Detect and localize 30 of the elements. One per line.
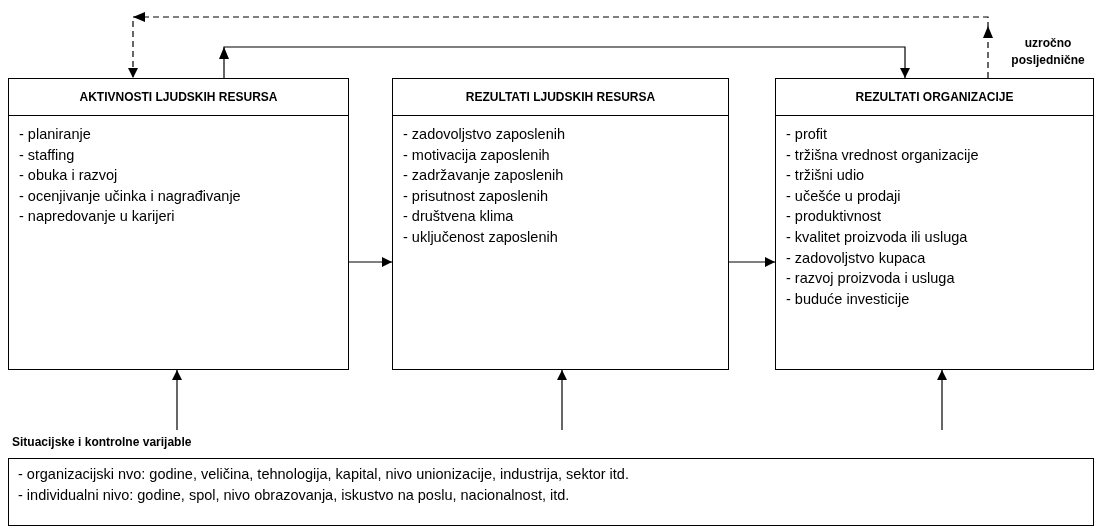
list-item: - prisutnost zaposlenih: [403, 186, 550, 206]
list-item: - tržišni udio: [786, 166, 866, 186]
list-item: - zadovoljstvo kupaca: [786, 248, 927, 268]
list-item: - razvoj proizvoda i usluga: [786, 269, 956, 289]
list-item: - društvena klima: [403, 207, 515, 227]
box-title: AKTIVNOSTI LJUDSKIH RESURSA: [79, 90, 278, 104]
list-item: - obuka i razvoj: [19, 166, 119, 186]
list-item: - kvalitet proizvoda ili usluga: [786, 227, 969, 247]
list-item: - zadržavanje zaposlenih: [403, 166, 565, 186]
list-item: - zadovoljstvo zaposlenih: [403, 125, 566, 144]
list-item: - individualni nivo: godine, spol, nivo obrazovanja, iskustvo na poslu, nacionalnost, itd.: [18, 485, 571, 505]
process-box: [392, 78, 729, 370]
list-item: - organizacijski nvo: godine, veličina, tehnologija, kapital, nivo unionizacije, industrija, sektor itd.: [18, 465, 630, 484]
list-item: - planiranje: [19, 125, 92, 144]
list-item: - tržišna vrednost organizacije: [786, 145, 980, 165]
list-item: - uključenost zaposlenih: [403, 227, 559, 247]
list-item: - učešće u prodaji: [786, 186, 902, 206]
list-item: - ocenjivanje učinka i nagrađivanje: [19, 186, 242, 206]
list-item: - buduće investicije: [786, 289, 911, 309]
box-title: REZULTATI ORGANIZACIJE: [855, 90, 1014, 104]
box-title: REZULTATI LJUDSKIH RESURSA: [465, 90, 656, 104]
note-text: uzročno posljednične: [1010, 35, 1086, 69]
list-item: - napredovanje u karijeri: [19, 207, 176, 227]
list-item: - produktivnost: [786, 207, 883, 227]
list-item: - staffing: [19, 145, 76, 165]
process-box: [775, 78, 1094, 370]
box-title: Situacijske i kontrolne varijable: [11, 434, 193, 451]
list-item: - motivacija zaposlenih: [403, 145, 551, 165]
list-item: - profit: [786, 125, 829, 144]
process-box: [8, 78, 349, 370]
